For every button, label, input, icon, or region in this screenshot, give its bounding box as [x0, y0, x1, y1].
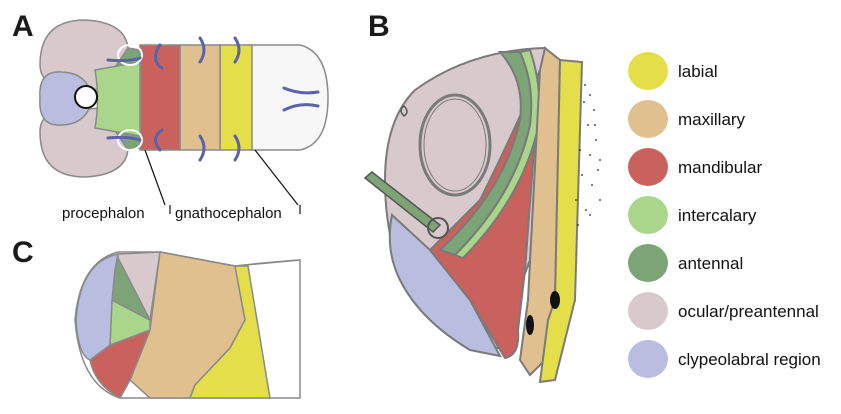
mandibular-segment: [140, 45, 180, 150]
legend-swatch: [628, 292, 668, 330]
legend-swatch: [628, 340, 668, 378]
legend-item-mandibular: mandibular: [628, 148, 841, 188]
stomodeum: [75, 86, 97, 108]
legend-item-ocular: ocular/preantennal: [628, 292, 841, 332]
panel-a-diagram: [40, 20, 328, 177]
legend-item-intercalary: intercalary: [628, 196, 841, 236]
panel-label-c: C: [12, 238, 34, 268]
legend-swatch: [628, 196, 668, 234]
legend-label: maxillary: [678, 110, 745, 130]
intercalary-region: [95, 62, 140, 136]
panel-label-b: B: [368, 12, 390, 42]
procephalon-caption: procephalon: [62, 206, 145, 221]
legend-label: antennal: [678, 254, 743, 274]
legend-label: intercalary: [678, 206, 756, 226]
legend-label: mandibular: [678, 158, 762, 178]
legend-swatch: [628, 244, 668, 282]
legend-swatch: [628, 148, 668, 186]
legend-swatch: [628, 52, 668, 90]
maxillary-palp-mark: [526, 315, 534, 335]
legend-label: ocular/preantennal: [678, 302, 819, 322]
legend-label: clypeolabral region: [678, 350, 821, 370]
labial-palp-mark: [550, 291, 560, 309]
panel-c-diagram: [75, 252, 300, 398]
legend-swatch: [628, 100, 668, 138]
legend-label: labial: [678, 62, 718, 82]
gnathocephalon-caption: gnathocephalon: [175, 206, 282, 221]
legend-item-labial: labial: [628, 52, 841, 92]
legend-item-maxillary: maxillary: [628, 100, 841, 140]
legend-item-clypeolabral: clypeolabral region: [628, 340, 841, 380]
panel-label-a: A: [12, 12, 34, 42]
legend-item-antennal: antennal: [628, 244, 841, 284]
trunk-segment: [250, 45, 328, 150]
panel-b-diagram: [365, 48, 582, 382]
